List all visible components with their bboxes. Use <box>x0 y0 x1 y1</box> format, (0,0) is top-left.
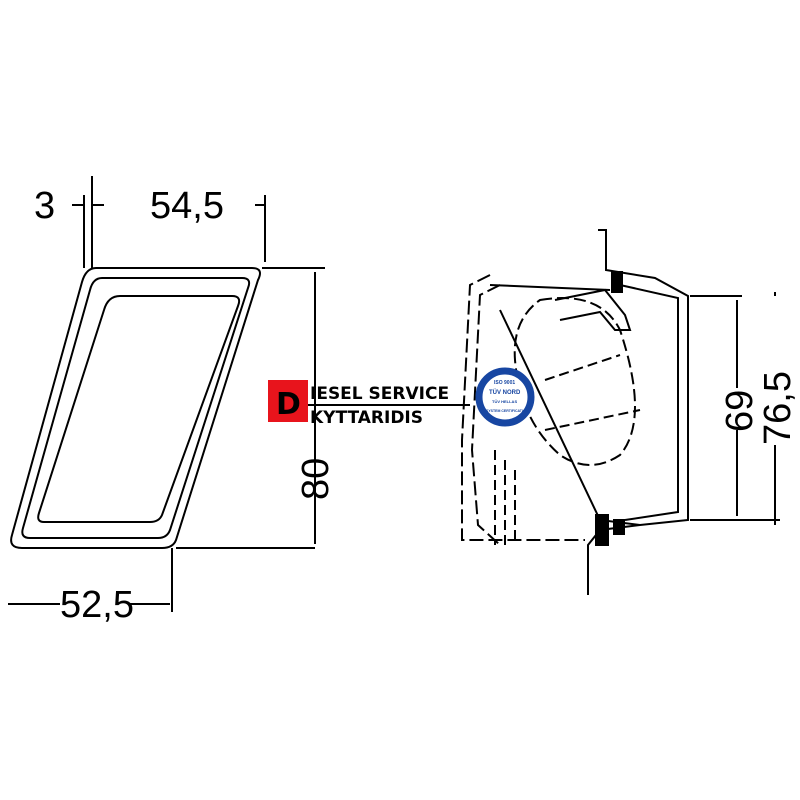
front-view <box>8 176 325 612</box>
dim-bottom-width-label: 52,5 <box>60 584 134 626</box>
logo-line2: KYTTARIDIS <box>310 408 423 428</box>
bulb-outline <box>513 297 636 466</box>
dim-top-width-label: 54,5 <box>150 185 224 227</box>
side-view <box>461 229 780 595</box>
cert-brand: TÜV NORD <box>489 389 521 396</box>
dim-height-label: 80 <box>295 458 337 500</box>
housing-inner <box>619 284 679 521</box>
filament-line <box>544 409 641 431</box>
inner-frame <box>37 295 241 523</box>
clip-bottom <box>595 514 609 546</box>
watermark-logo: D IESEL SERVICE KYTTARIDIS ISO 9001 TÜV … <box>268 367 535 428</box>
logo-red-square <box>268 380 308 422</box>
housing-outline <box>587 229 689 595</box>
dim-offset-label: 3 <box>34 185 55 227</box>
logo-initial: D <box>276 387 301 422</box>
cert-top: ISO 9001 <box>494 380 515 386</box>
middle-frame <box>21 277 251 539</box>
clip-top <box>611 271 623 293</box>
dim-total-height-label: 76,5 <box>757 371 799 445</box>
filament-line <box>544 354 621 381</box>
housing-left <box>461 274 585 541</box>
housing-left-inner <box>470 284 501 546</box>
outer-frame <box>10 267 261 549</box>
logo-line1: IESEL SERVICE <box>310 384 449 404</box>
cert-badge <box>475 367 535 427</box>
bulb-socket <box>554 288 632 331</box>
dim-inner-height-label: 69 <box>719 390 761 432</box>
clip-bottom-small <box>613 519 625 535</box>
cert-ring-text: SYSTEM CERTIFICATION <box>486 409 529 413</box>
cert-sub: TÜV HELLAS <box>492 399 517 404</box>
